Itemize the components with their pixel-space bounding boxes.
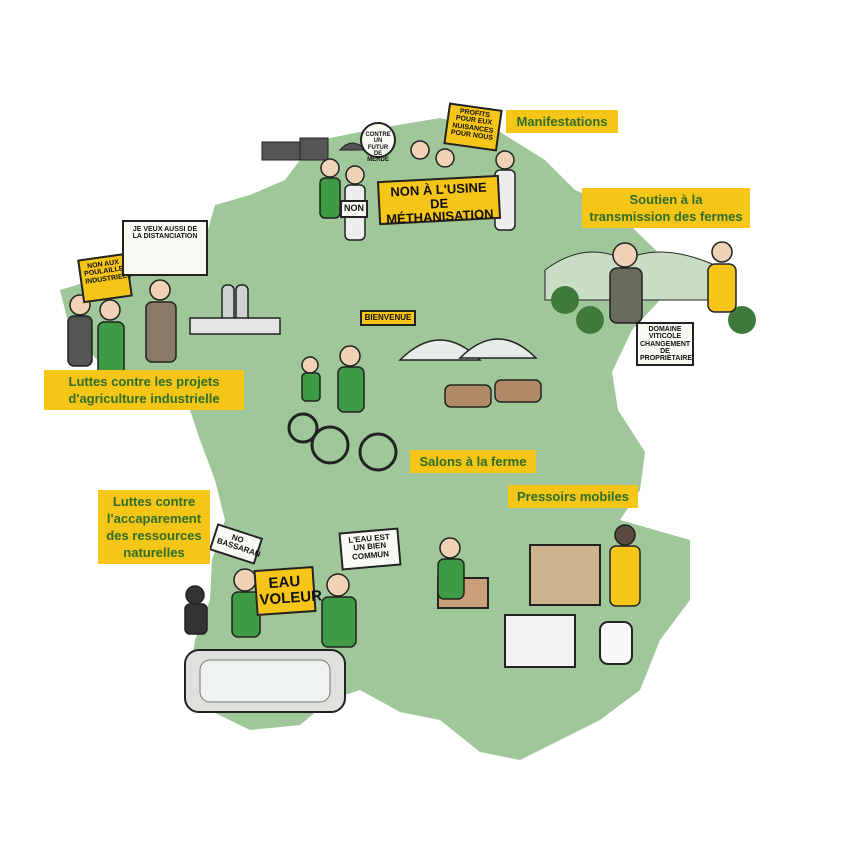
- cyclists: [301, 345, 365, 413]
- eau-bien-commun-sign: L'EAU EST UN BIEN COMMUN: [338, 527, 402, 571]
- label-pressoirs: Pressoirs mobiles: [508, 485, 638, 508]
- eau-voleur-sign: EAU VOLEUR: [253, 565, 323, 617]
- greenhouses: [398, 338, 538, 361]
- distanciation-sign: JE VEUX AUSSI DE LA DISTANCIATION: [122, 220, 208, 276]
- factory-protesters: [67, 279, 177, 378]
- methanisation-banner: NON À L'USINE DE MÉTHANISATION: [376, 174, 502, 227]
- factory-silhouette: [261, 137, 368, 161]
- label-manifestations: Manifestations: [506, 110, 618, 133]
- label-transmission: Soutien à la transmission des fermes: [582, 188, 750, 228]
- press-workers: [437, 524, 641, 607]
- bienvenue-sign: BIENVENUE: [360, 310, 416, 326]
- cows: [444, 379, 542, 408]
- silos: [189, 284, 281, 335]
- label-salons: Salons à la ferme: [410, 450, 536, 473]
- wine-exchange: [609, 241, 737, 324]
- label-agri-industrielle: Luttes contre les projets d'agriculture …: [44, 370, 244, 410]
- profits-sign: PROFITS POUR EUX NUISANCES POUR NOUS: [443, 102, 503, 152]
- label-ressources: Luttes contre l'accaparement des ressour…: [98, 490, 210, 564]
- domaine-sign: DOMAINE VITICOLE CHANGEMENT DE PROPRIÉTA…: [636, 322, 694, 366]
- pool-water: [199, 659, 331, 703]
- contre-futur-sign: CONTRE UN FUTUR DE MERDE: [360, 122, 396, 163]
- non-sign: NON: [340, 200, 368, 218]
- water-protesters: [184, 568, 357, 648]
- bicycles: [287, 412, 398, 472]
